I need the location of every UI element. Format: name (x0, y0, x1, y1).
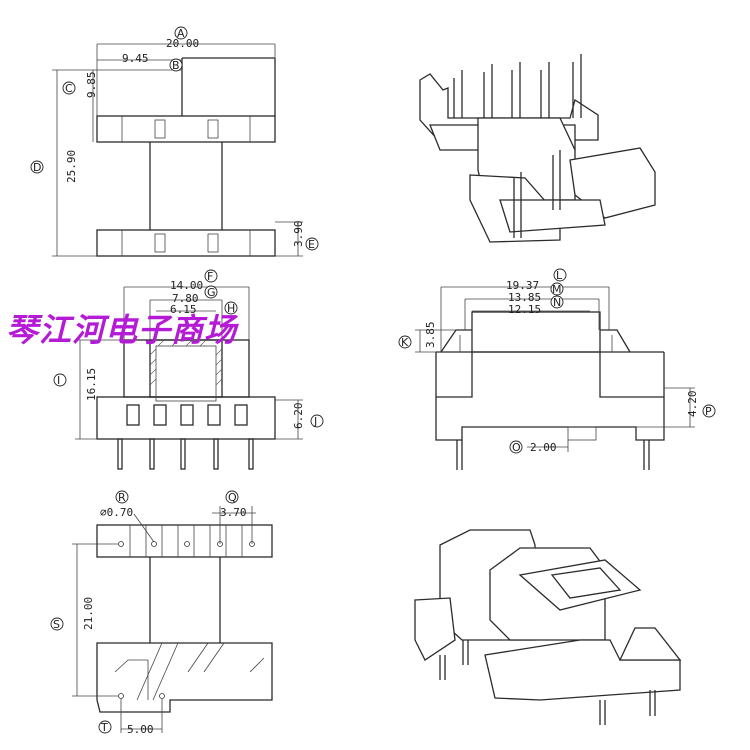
pin-row-top (96, 524, 273, 558)
svg-text:M: M (552, 283, 562, 296)
dim-K-value: 3.85 (424, 322, 437, 349)
callout-O: O (509, 440, 523, 454)
callout-M: M (550, 282, 564, 296)
callout-B: B (169, 58, 183, 72)
callout-L: L (553, 268, 567, 282)
svg-text:I: I (57, 374, 60, 387)
callout-S: S (50, 617, 64, 631)
top-view: 20.00 9.45 9.85 25.90 3.90 (52, 37, 305, 257)
bottom-view: ⌀0.70 3.70 21.00 5.00 (72, 506, 273, 736)
dim-C-value: 9.85 (85, 72, 98, 99)
callout-G: G (204, 285, 218, 299)
dim-S-value: 21.00 (82, 597, 95, 630)
dim-H-value: 6.15 (170, 303, 197, 316)
svg-text:G: G (207, 286, 216, 299)
callout-F: F (204, 269, 218, 283)
callout-A: A (174, 26, 188, 40)
callout-T: T (98, 720, 112, 734)
callout-H: H (224, 301, 238, 315)
top-flange (96, 115, 276, 143)
svg-text:B: B (172, 59, 180, 72)
dim-O-value: 2.00 (530, 441, 557, 454)
dim-Q-value: 3.70 (220, 506, 247, 519)
svg-text:F: F (207, 270, 213, 283)
callout-I: I (53, 373, 67, 387)
dim-T-value: 5.00 (127, 723, 154, 736)
side-view: 19.37 13.85 12.15 3.85 2.00 4.20 (415, 279, 699, 470)
callout-Q: Q (225, 490, 239, 504)
svg-text:R: R (118, 491, 126, 504)
callout-D: D (30, 160, 44, 174)
callout-R: R (115, 490, 129, 504)
dim-E-value: 3.90 (292, 221, 305, 248)
dim-B-value: 9.45 (122, 52, 149, 65)
dim-P-value: 4.20 (686, 391, 699, 418)
dim-A-value: 20.00 (166, 37, 199, 50)
svg-text:A: A (177, 27, 185, 40)
svg-text:Q: Q (228, 491, 237, 504)
callout-K: K (398, 335, 412, 349)
dim-N-value: 12.15 (508, 303, 541, 316)
side-body (435, 351, 665, 441)
store-watermark: 琴江河电子商场 (6, 311, 238, 349)
callout-P: P (702, 404, 716, 418)
svg-text:N: N (553, 296, 561, 309)
dim-F-value: 14.00 (170, 279, 203, 292)
svg-text:K: K (401, 336, 409, 349)
dim-J-value: 6.20 (292, 403, 305, 430)
dim-L-value: 19.37 (506, 279, 539, 292)
svg-text:O: O (512, 441, 521, 454)
svg-text:C: C (65, 82, 73, 95)
side-upper (471, 311, 601, 353)
dim-M-value: 13.85 (508, 291, 541, 304)
dim-R-value: ⌀0.70 (100, 506, 133, 519)
bottom-flange (96, 229, 276, 257)
svg-text:L: L (556, 269, 563, 282)
callout-E: E (305, 237, 319, 251)
dim-D-value: 25.90 (65, 150, 78, 183)
callout-N: N (550, 295, 564, 309)
svg-text:J: J (313, 415, 317, 428)
dim-I-value: 16.15 (85, 368, 98, 401)
isometric-top (419, 54, 656, 243)
svg-text:H: H (227, 302, 235, 315)
callout-J: J (310, 414, 324, 428)
callout-C: C (62, 81, 76, 95)
svg-text:S: S (53, 618, 60, 631)
isometric-bottom (414, 529, 682, 725)
bottom-flange (96, 642, 273, 713)
dim-G-value: 7.80 (172, 292, 199, 305)
svg-text:P: P (705, 405, 712, 418)
base-block (96, 396, 276, 440)
svg-text:T: T (100, 721, 108, 734)
front-view: 14.00 7.80 6.15 16.15 6.20 (75, 279, 305, 470)
svg-text:D: D (33, 161, 41, 174)
svg-text:E: E (308, 238, 315, 251)
